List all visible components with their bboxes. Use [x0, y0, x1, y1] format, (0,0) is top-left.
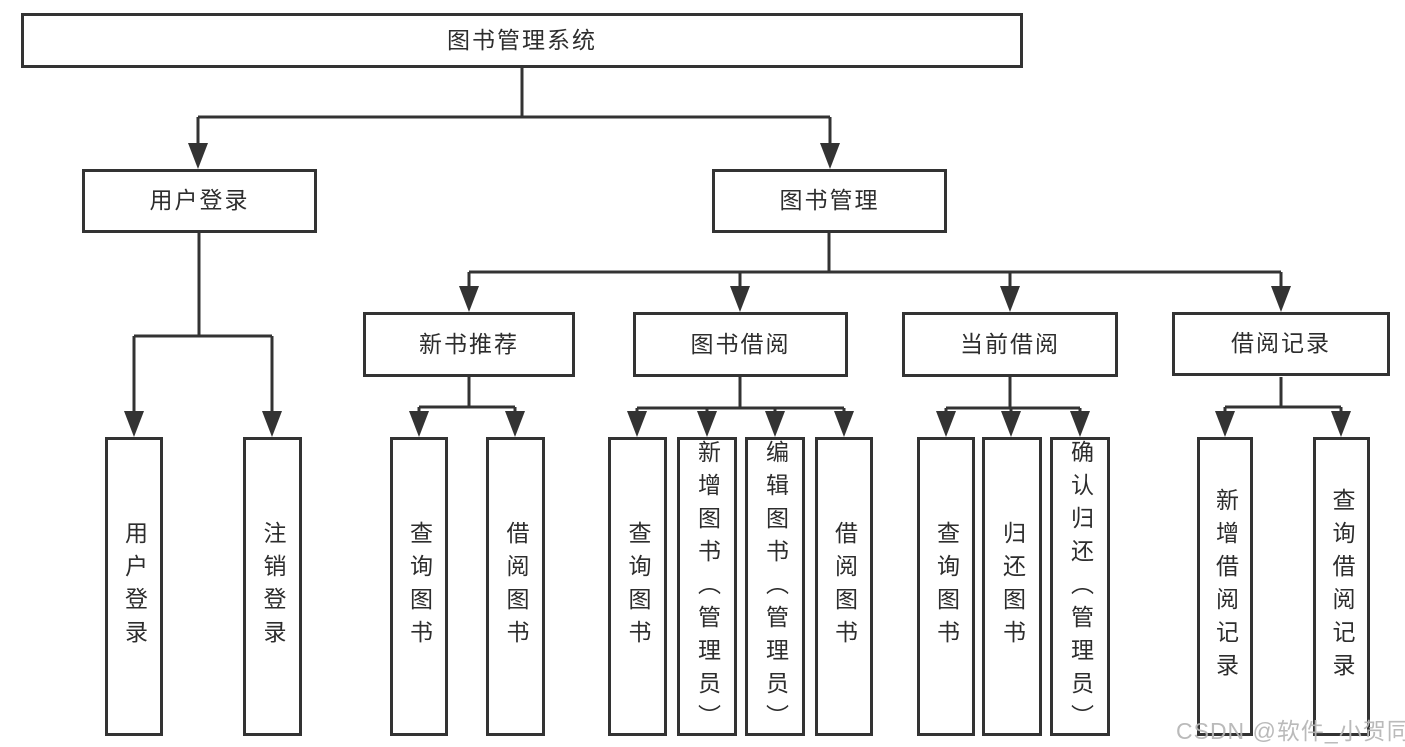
leaf-user-login: 用户登录: [105, 437, 163, 736]
leaf-records-query-borrow-record: 查询借阅记录: [1313, 437, 1370, 736]
arrowhead: [765, 411, 785, 437]
leaf-newbook-borrow-books: 借阅图书: [486, 437, 545, 736]
leaf-logout-login: 注销登录: [243, 437, 302, 736]
arrowhead: [1000, 286, 1020, 312]
arrowhead: [188, 143, 208, 169]
leaf-records-add-borrow-record: 新增借阅记录: [1197, 437, 1253, 736]
arrowhead: [409, 411, 429, 437]
node-book-borrowing: 图书借阅: [633, 312, 848, 377]
arrowhead: [936, 411, 956, 437]
arrowhead: [505, 411, 525, 437]
arrowhead: [627, 411, 647, 437]
leaf-current-query-books: 查询图书: [917, 437, 975, 736]
arrowhead: [730, 286, 750, 312]
node-current-borrowing: 当前借阅: [902, 312, 1118, 377]
node-borrowing-records: 借阅记录: [1172, 312, 1390, 376]
arrowhead: [1215, 411, 1235, 437]
arrowhead: [1001, 411, 1021, 437]
arrowhead: [1271, 286, 1291, 312]
leaf-current-return-books: 归还图书: [982, 437, 1042, 736]
csdn-watermark: CSDN @软件_小贺同学: [1176, 718, 1405, 744]
arrowhead: [262, 411, 282, 437]
node-user-login: 用户登录: [82, 169, 317, 233]
arrowhead: [820, 143, 840, 169]
arrowhead: [459, 286, 479, 312]
leaf-current-confirm-return-admin: 确认归还（管理员）: [1050, 437, 1110, 737]
node-new-book-recommendation: 新书推荐: [363, 312, 575, 377]
arrowhead: [1331, 411, 1351, 437]
leaf-newbook-query-books: 查询图书: [390, 437, 448, 736]
node-library-management-system: 图书管理系统: [21, 13, 1023, 68]
leaf-borrowing-add-books-admin: 新增图书（管理员）: [677, 437, 737, 737]
arrowhead: [697, 411, 717, 437]
arrowhead: [124, 411, 144, 437]
leaf-borrowing-query-books: 查询图书: [608, 437, 667, 736]
node-book-management: 图书管理: [712, 169, 947, 233]
leaf-borrowing-edit-books-admin: 编辑图书（管理员）: [745, 437, 805, 737]
leaf-borrowing-borrow-books: 借阅图书: [815, 437, 873, 736]
arrowhead: [1070, 411, 1090, 437]
arrowhead: [834, 411, 854, 437]
